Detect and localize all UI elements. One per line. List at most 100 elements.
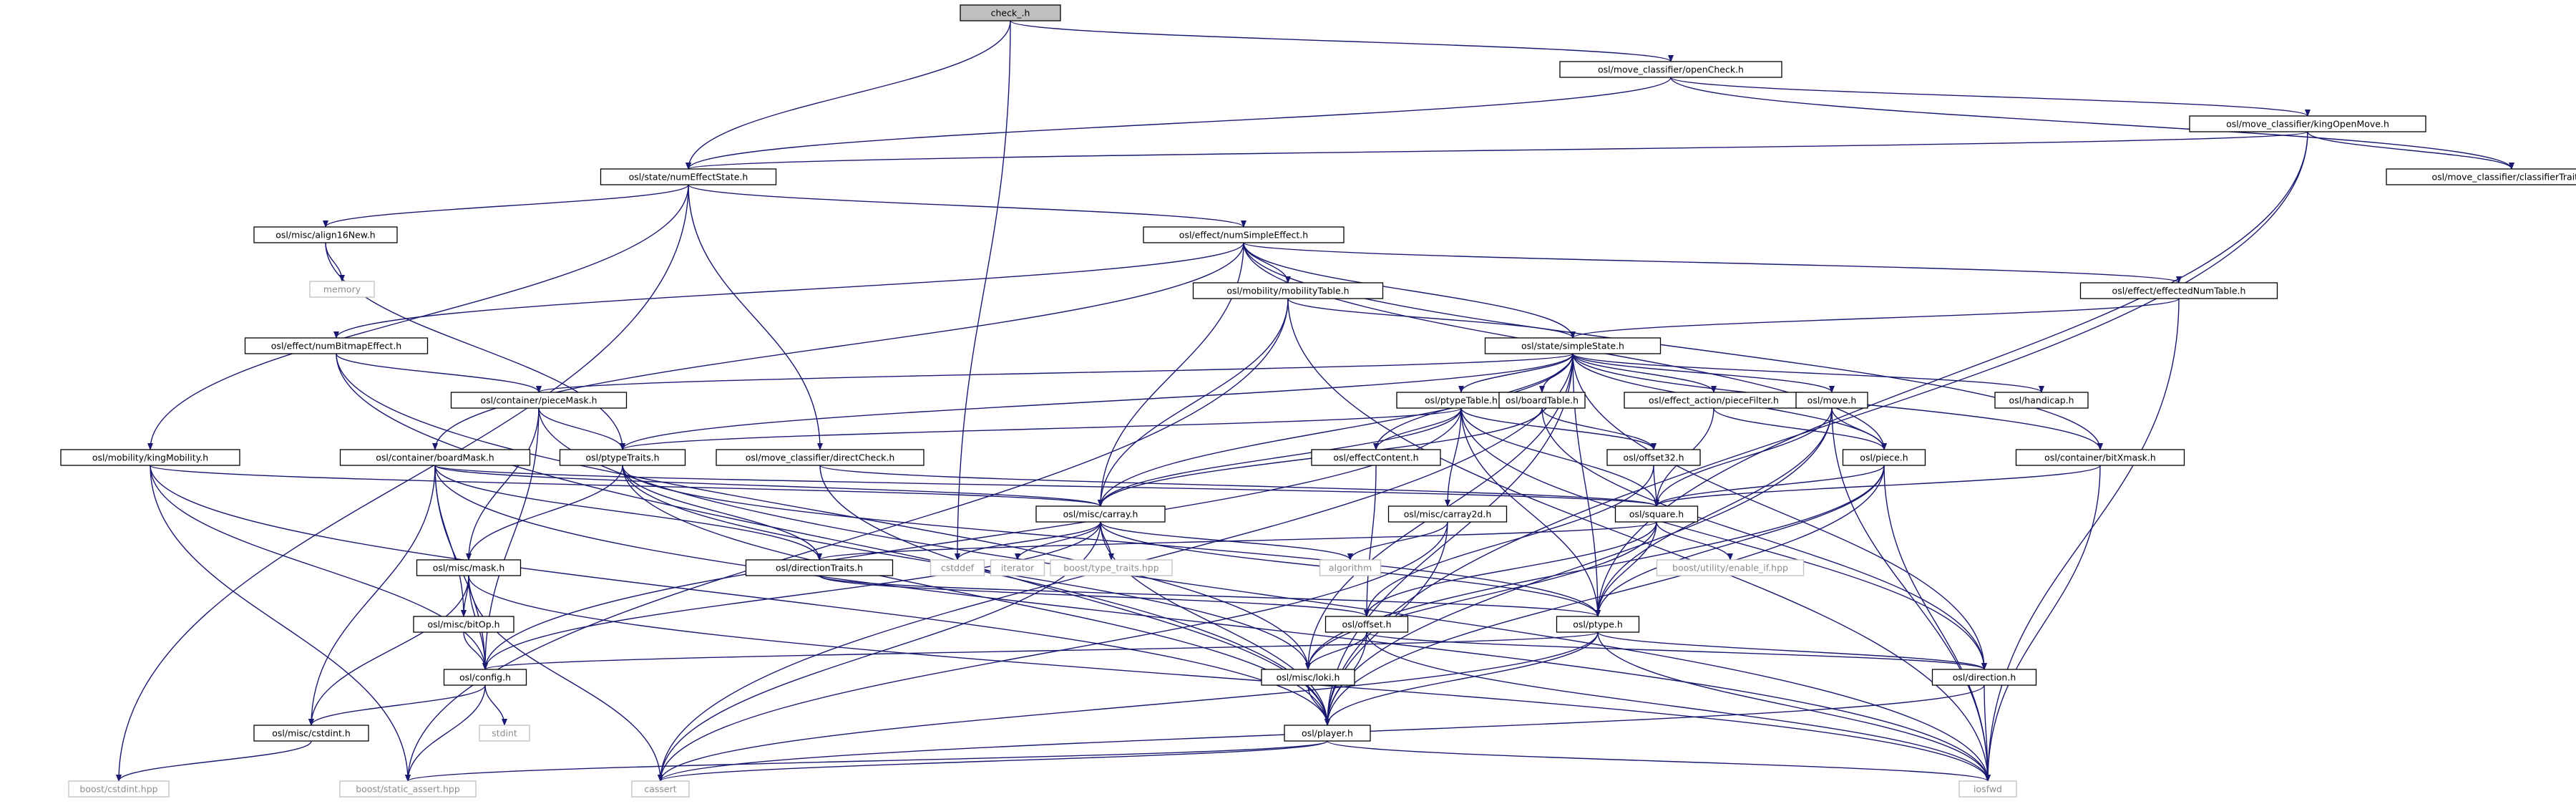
edge-ptype-to-direction xyxy=(1597,631,1987,670)
node-label-numEffectState: osl/state/numEffectState.h xyxy=(629,172,748,183)
node-label-cstdint: osl/misc/cstdint.h xyxy=(272,728,351,739)
node-simpleState[interactable]: osl/state/simpleState.h xyxy=(1484,337,1662,354)
node-box-classifierTraits xyxy=(2386,168,2576,185)
node-label-mobilityTable: osl/mobility/mobilityTable.h xyxy=(1226,286,1349,296)
node-typeTraits: boost/type_traits.hpp xyxy=(1050,559,1173,576)
node-effectContent[interactable]: osl/effectContent.h xyxy=(1311,449,1441,466)
node-label-direction: osl/direction.h xyxy=(1953,672,2016,683)
node-boardMask[interactable]: osl/container/boardMask.h xyxy=(339,449,531,466)
node-directCheck[interactable]: osl/move_classifier/directCheck.h xyxy=(716,449,924,466)
node-handicap[interactable]: osl/handicap.h xyxy=(1994,392,2089,409)
node-box-kingOpenMove xyxy=(2189,115,2426,132)
edge-config-to-staticAssert xyxy=(405,684,486,782)
node-stdint: stdint xyxy=(479,725,530,742)
node-kingMobility[interactable]: osl/mobility/kingMobility.h xyxy=(60,449,240,466)
node-config[interactable]: osl/config.h xyxy=(443,669,527,686)
edge-mobilityTable-to-staticAssert xyxy=(405,298,1289,782)
node-box-moveh xyxy=(1795,392,1868,409)
node-label-iterator: iterator xyxy=(1001,563,1035,573)
node-box-numBitmapEffect xyxy=(244,337,429,354)
edge-ptypeTable-to-ptypeTraits xyxy=(620,407,1462,450)
edge-config-to-stdint xyxy=(484,684,507,726)
node-box-numSimpleEffect xyxy=(1143,226,1345,243)
edge-piece-to-square xyxy=(1654,465,1885,507)
node-label-numBitmapEffect: osl/effect/numBitmapEffect.h xyxy=(271,341,401,352)
edge-simpleState-to-player xyxy=(1324,353,1574,726)
edge-pieceMask-to-mask xyxy=(466,407,540,561)
node-numEffectState[interactable]: osl/state/numEffectState.h xyxy=(600,168,777,185)
node-direction[interactable]: osl/direction.h xyxy=(1931,669,2037,686)
node-mask[interactable]: osl/misc/mask.h xyxy=(416,559,522,576)
node-label-simpleState: osl/state/simpleState.h xyxy=(1521,341,1624,352)
node-box-iosfwd xyxy=(1958,780,2017,798)
edge-mobilityTable-to-simpleState xyxy=(1287,298,1576,339)
node-label-effectContent: osl/effectContent.h xyxy=(1333,452,1418,463)
node-offset[interactable]: osl/offset.h xyxy=(1324,616,1409,633)
edge-offset32-to-offset xyxy=(1364,465,1654,617)
node-pieceMask[interactable]: osl/container/pieceMask.h xyxy=(450,392,628,409)
edge-ptypeTable-to-direction xyxy=(1460,407,1987,670)
node-box-carray2d xyxy=(1387,505,1508,523)
node-box-memory xyxy=(309,281,375,298)
node-iosfwd: iosfwd xyxy=(1958,780,2017,798)
edge-carray2d-to-cassert xyxy=(658,521,1448,782)
edge-numEffectState-to-boostCstdint xyxy=(116,184,689,782)
node-label-config: osl/config.h xyxy=(459,672,511,683)
node-numBitmapEffect[interactable]: osl/effect/numBitmapEffect.h xyxy=(244,337,429,354)
edge-simpleState-to-ptypeTable xyxy=(1458,353,1574,393)
node-player[interactable]: osl/player.h xyxy=(1284,725,1371,742)
edge-kingOpenMove-to-classifierTraits xyxy=(2307,131,2514,170)
node-ptypeTable[interactable]: osl/ptypeTable.h xyxy=(1396,392,1526,409)
node-square[interactable]: osl/square.h xyxy=(1614,505,1699,523)
node-numSimpleEffect[interactable]: osl/effect/numSimpleEffect.h xyxy=(1143,226,1345,243)
edge-kingMobility-to-staticAssert xyxy=(150,465,411,782)
node-box-handicap xyxy=(1994,392,2089,409)
node-box-mobilityTable xyxy=(1192,282,1384,299)
edge-kingMobility-to-carray xyxy=(150,465,1103,507)
node-boardTable[interactable]: osl/boardTable.h xyxy=(1498,392,1586,409)
node-box-offset32 xyxy=(1606,449,1701,466)
node-box-directCheck xyxy=(716,449,924,466)
node-label-directionTraits: osl/directionTraits.h xyxy=(776,563,863,573)
node-carray[interactable]: osl/misc/carray.h xyxy=(1035,505,1166,523)
edge-ptypeTraits-to-directionTraits xyxy=(622,465,822,561)
node-label-ptypeTraits: osl/ptypeTraits.h xyxy=(585,452,659,463)
node-bitOp[interactable]: osl/misc/bitOp.h xyxy=(413,616,514,633)
node-label-ptypeTable: osl/ptypeTable.h xyxy=(1425,395,1498,406)
node-ptype[interactable]: osl/ptype.h xyxy=(1556,616,1640,633)
node-label-kingOpenMove: osl/move_classifier/kingOpenMove.h xyxy=(2226,119,2389,130)
node-kingOpenMove[interactable]: osl/move_classifier/kingOpenMove.h xyxy=(2189,115,2426,132)
node-label-ptype: osl/ptype.h xyxy=(1573,619,1623,630)
edge-mobilityTable-to-carray xyxy=(1098,298,1289,507)
node-piece[interactable]: osl/piece.h xyxy=(1842,449,1926,466)
node-box-directionTraits xyxy=(745,559,894,576)
node-pieceFilter[interactable]: osl/effect_action/pieceFilter.h xyxy=(1624,392,1804,409)
node-loki[interactable]: osl/misc/loki.h xyxy=(1261,669,1355,686)
node-carray2d[interactable]: osl/misc/carray2d.h xyxy=(1387,505,1508,523)
edge-boardMask-to-directionTraits xyxy=(434,465,822,561)
edge-kingOpenMove-to-numEffectState xyxy=(686,131,2308,170)
edge-offset-to-direction xyxy=(1366,631,1987,670)
node-openCheck[interactable]: osl/move_classifier/openCheck.h xyxy=(1559,61,1782,78)
node-directionTraits[interactable]: osl/directionTraits.h xyxy=(745,559,894,576)
node-ptypeTraits[interactable]: osl/ptypeTraits.h xyxy=(559,449,686,466)
node-classifierTraits[interactable]: osl/move_classifier/classifierTraits.h xyxy=(2386,168,2576,185)
edge-openCheck-to-numEffectState xyxy=(686,77,1672,170)
node-moveh[interactable]: osl/move.h xyxy=(1795,392,1868,409)
node-check[interactable]: check_.h xyxy=(960,4,1061,21)
edge-kingOpenMove-to-ptype xyxy=(1595,131,2308,617)
edge-numSimpleEffect-to-bitXmask xyxy=(1243,242,2103,450)
edge-ptypeTraits-to-ptype xyxy=(622,465,1601,617)
edge-ptypeTable-to-ptype xyxy=(1460,407,1601,617)
node-align16New[interactable]: osl/misc/align16New.h xyxy=(253,226,398,243)
node-box-offset xyxy=(1324,616,1409,633)
node-box-boostCstdint xyxy=(68,780,170,798)
node-box-effectContent xyxy=(1311,449,1441,466)
node-mobilityTable[interactable]: osl/mobility/mobilityTable.h xyxy=(1192,282,1384,299)
node-offset32[interactable]: osl/offset32.h xyxy=(1606,449,1701,466)
node-bitXmask[interactable]: osl/container/bitXmask.h xyxy=(2015,449,2185,466)
node-box-cstddef xyxy=(930,559,985,576)
edge-mask-to-cstdint xyxy=(308,575,469,726)
node-cstdint[interactable]: osl/misc/cstdint.h xyxy=(253,725,369,742)
node-effectedNumTable[interactable]: osl/effect/effectedNumTable.h xyxy=(2079,282,2278,299)
